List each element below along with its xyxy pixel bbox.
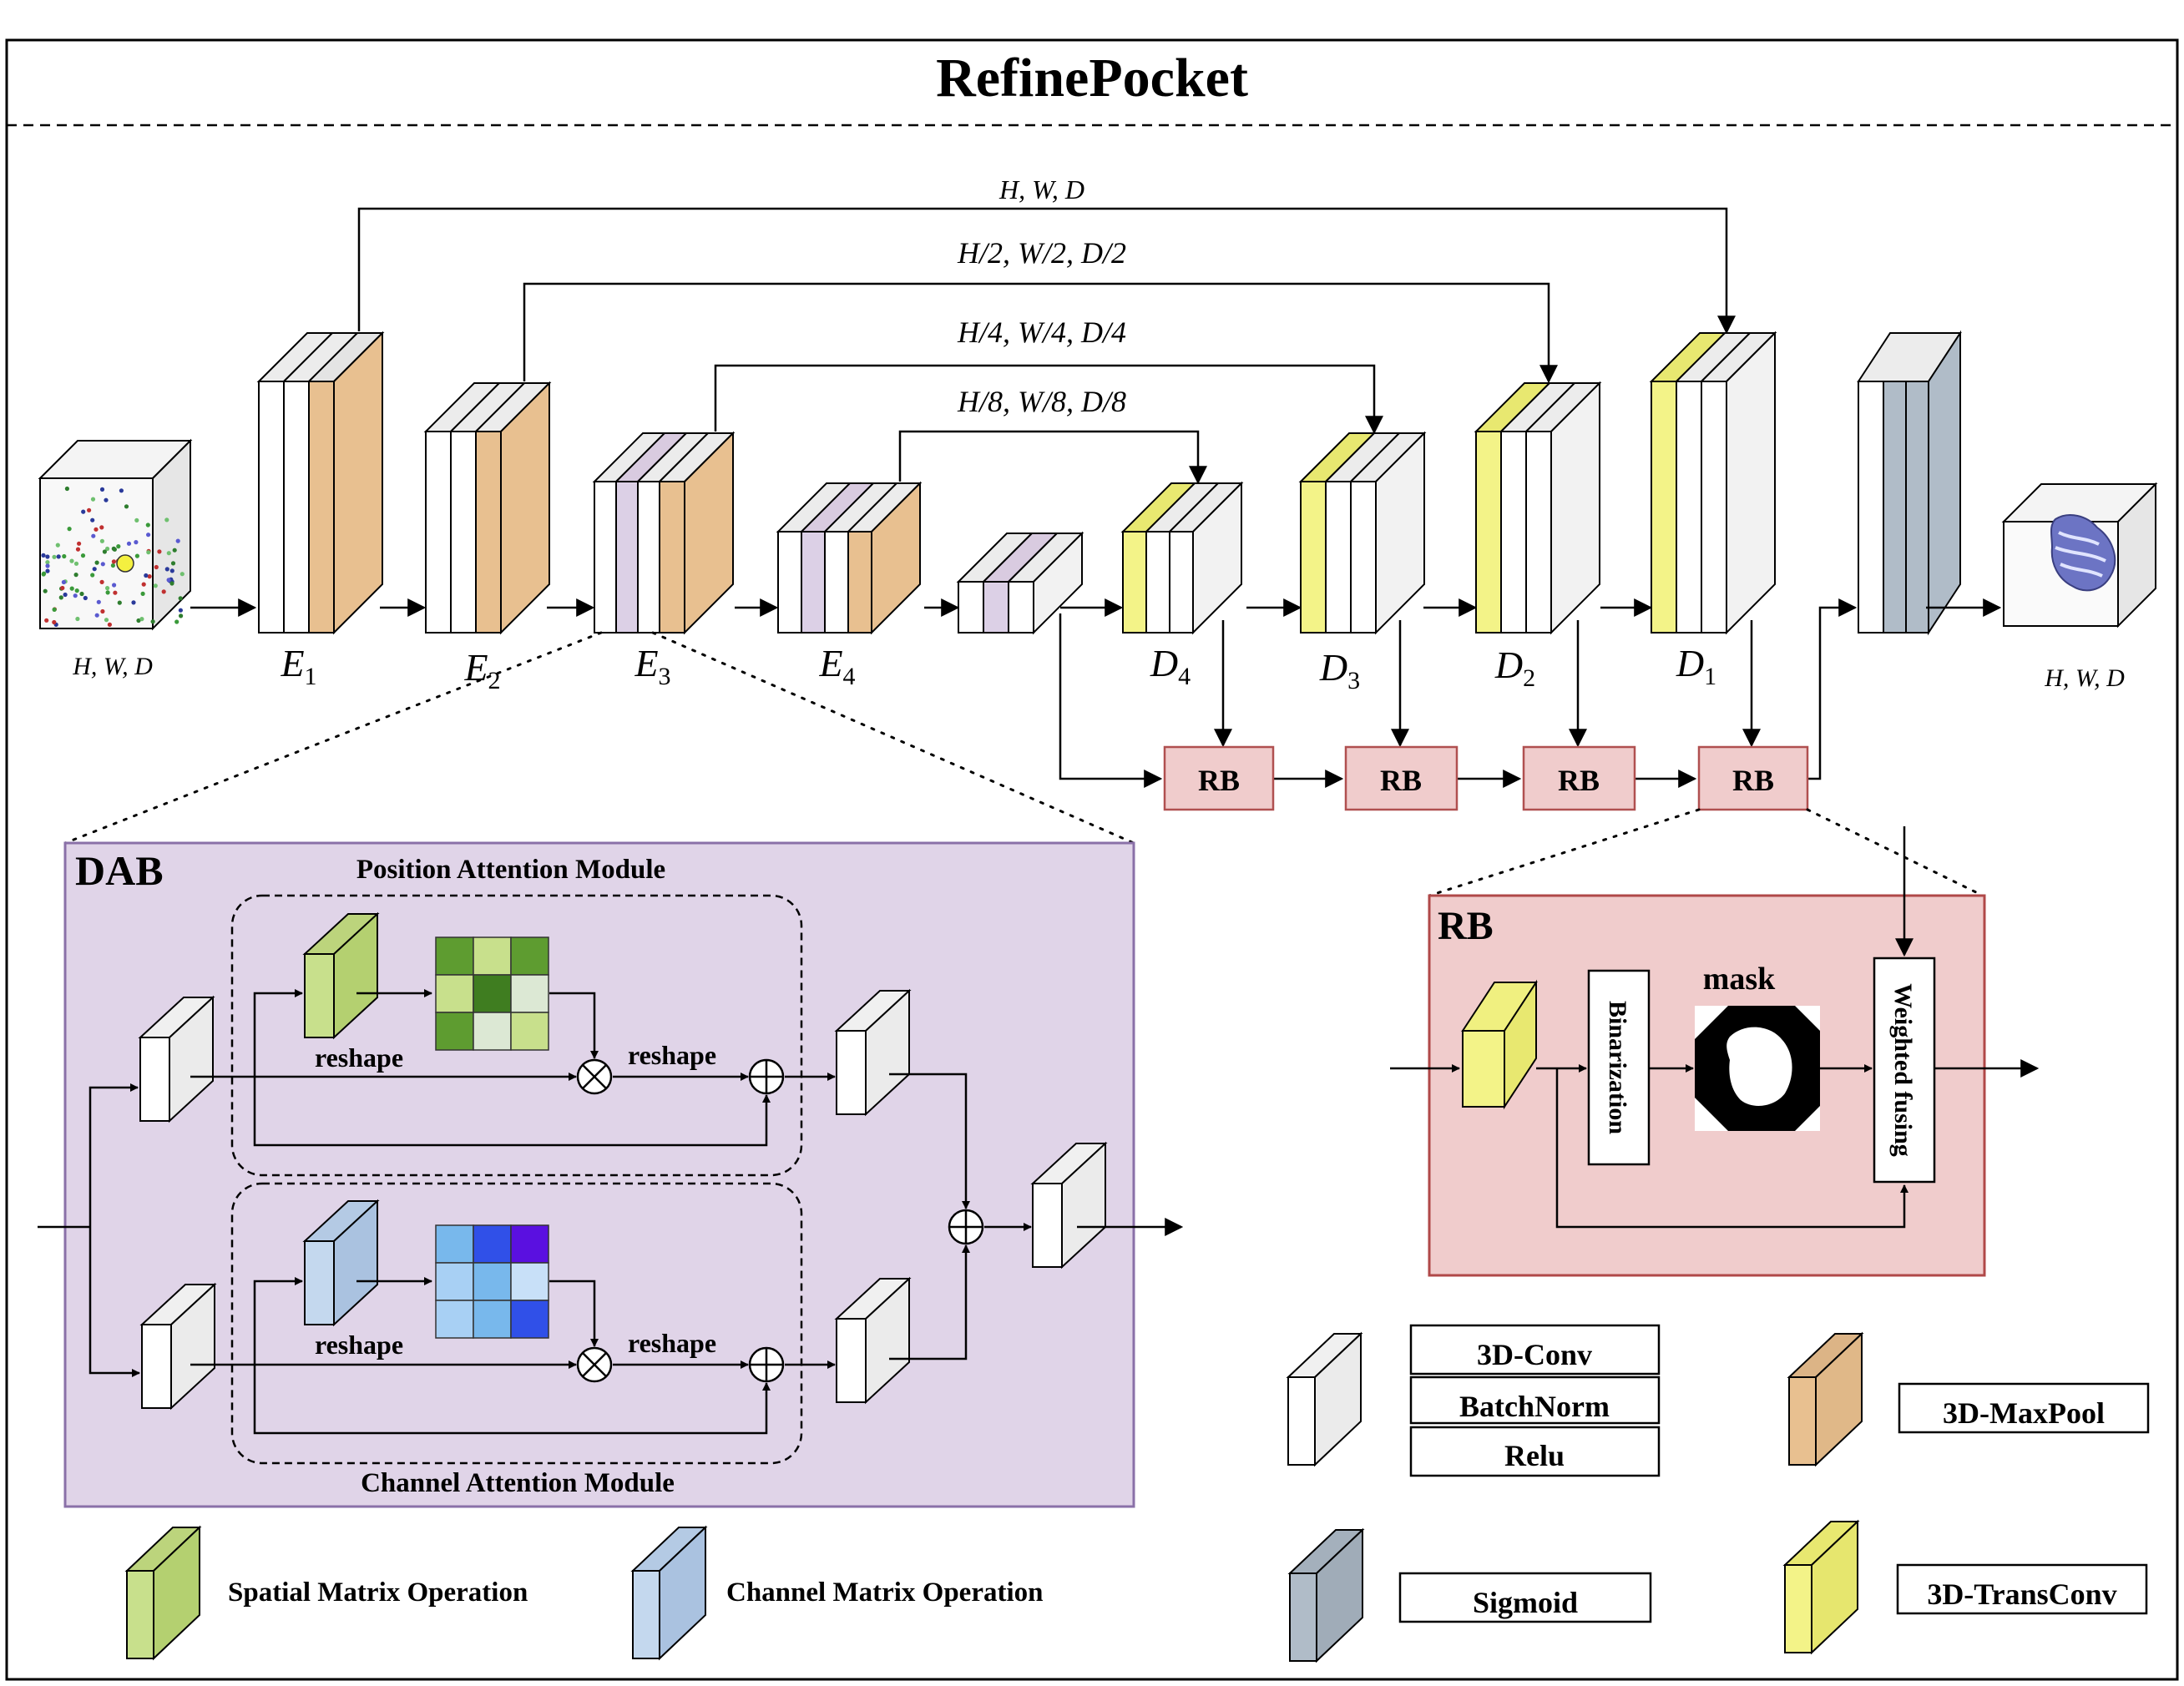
rb-box-1: RB: [1163, 745, 1275, 811]
decoder-label-4: D4: [1150, 642, 1191, 690]
reshape-label-3: reshape: [315, 1330, 403, 1360]
svg-text:Weighted fusing: Weighted fusing: [1889, 983, 1917, 1157]
add-op-cam: [748, 1346, 785, 1383]
svg-text:Sigmoid: Sigmoid: [1473, 1586, 1578, 1619]
mask-image: [1695, 1006, 1820, 1131]
legend: 3D-Conv BatchNorm Relu 3D-MaxPool Sigmoi…: [124, 1324, 2150, 1663]
reshape-label-2: reshape: [628, 1040, 716, 1070]
pam-output-conv: [834, 988, 912, 1117]
decoder-label-1: D1: [1676, 642, 1716, 690]
legend-channel-label: Channel Matrix Operation: [726, 1577, 1043, 1608]
encoder-block-2: [423, 381, 552, 635]
legend-maxpool-block: [1787, 1331, 1864, 1467]
bottleneck-block: [956, 531, 1084, 635]
spatial-op-block: [302, 911, 380, 1040]
add-op-pam: [748, 1058, 785, 1095]
main-flow-arrows: [190, 207, 2002, 788]
legend-channel-block: [630, 1525, 708, 1661]
sigmoid-output-block: [1857, 330, 1962, 636]
channel-attention-matrix: [435, 1224, 549, 1339]
decoder-block-1: [1649, 331, 1777, 635]
main-network: H, W, D H, W, D: [38, 174, 2158, 897]
encoder-label-2: E2: [463, 646, 500, 694]
binarization-box: Binarization: [1587, 969, 1651, 1166]
legend-transconv: 3D-TransConv: [1896, 1563, 2148, 1615]
dab-arrows: [38, 989, 1184, 1435]
svg-text:BatchNorm: BatchNorm: [1459, 1390, 1610, 1423]
add-op-final: [948, 1209, 984, 1245]
dab-panel: DAB Position Attention Module Channel At…: [38, 841, 1184, 1508]
reshape-label-1: reshape: [315, 1042, 403, 1073]
svg-text:Binarization: Binarization: [1604, 1001, 1631, 1134]
cam-title: Channel Attention Module: [361, 1468, 675, 1498]
rb-transconv-block: [1461, 979, 1538, 1110]
output-size-label: H, W, D: [2044, 664, 2125, 692]
multiply-op-pam: [576, 1058, 613, 1095]
reshape-label-4: reshape: [628, 1328, 716, 1358]
output-pocket-cube: [2001, 482, 2158, 628]
dab-output-conv: [1030, 1141, 1108, 1270]
mask-label: mask: [1703, 962, 1776, 997]
encoder-label-3: E3: [634, 642, 670, 690]
svg-text:RB: RB: [1198, 764, 1240, 797]
pam-title: Position Attention Module: [356, 855, 665, 885]
cam-region: [230, 1182, 803, 1465]
skip-label-2: H/2, W/2, D/2: [957, 236, 1126, 270]
legend-conv-block: [1286, 1331, 1363, 1467]
legend-transconv-block: [1782, 1519, 1860, 1655]
input-size-label: H, W, D: [72, 653, 153, 680]
decoder-label-2: D2: [1494, 644, 1535, 692]
legend-spatial-block: [124, 1525, 202, 1661]
legend-sigmoid-block: [1287, 1527, 1365, 1663]
svg-text:DAB: DAB: [75, 847, 164, 894]
pam-region: [230, 894, 803, 1177]
encoder-label-1: E1: [280, 642, 316, 690]
svg-text:3D-Conv: 3D-Conv: [1477, 1338, 1592, 1371]
encoder-block-1: [256, 331, 385, 635]
encoder-block-3: [592, 431, 736, 635]
rb-box-2: RB: [1344, 745, 1459, 811]
rb-box-4: RB: [1697, 745, 1809, 811]
decoder-block-3: [1298, 431, 1427, 635]
svg-text:RB: RB: [1438, 904, 1494, 948]
skip-label-4: H/8, W/8, D/8: [957, 385, 1126, 418]
svg-text:RB: RB: [1732, 764, 1774, 797]
cam-input-conv: [139, 1282, 217, 1411]
input-cube: [38, 438, 193, 631]
legend-spatial-label: Spatial Matrix Operation: [228, 1577, 528, 1608]
skip-label-1: H, W, D: [998, 174, 1084, 204]
encoder-block-4: [776, 481, 923, 635]
svg-text:3D-MaxPool: 3D-MaxPool: [1943, 1396, 2105, 1430]
rb-box-3: RB: [1522, 745, 1636, 811]
decoder-block-4: [1120, 481, 1244, 635]
pocket-shape: [2050, 514, 2116, 592]
svg-text:3D-TransConv: 3D-TransConv: [1927, 1577, 2116, 1611]
rb-arrows: [1390, 826, 2040, 1229]
legend-conv-stack: 3D-Conv BatchNorm Relu: [1409, 1324, 1661, 1477]
multiply-op-cam: [576, 1346, 613, 1383]
legend-maxpool: 3D-MaxPool: [1898, 1382, 2150, 1434]
svg-text:Relu: Relu: [1504, 1439, 1565, 1472]
svg-text:RB: RB: [1380, 764, 1422, 797]
decoder-block-2: [1474, 381, 1602, 635]
skip-label-3: H/4, W/4, D/4: [957, 315, 1126, 349]
pam-input-conv: [138, 995, 215, 1123]
cam-output-conv: [834, 1276, 912, 1405]
zoom-guides: [63, 631, 1984, 897]
legend-sigmoid: Sigmoid: [1398, 1572, 1652, 1623]
outer-frame: [5, 38, 2179, 1681]
diagram-title: RefinePocket: [936, 48, 1248, 109]
decoder-label-3: D3: [1319, 646, 1360, 694]
spatial-attention-matrix: [435, 936, 549, 1051]
weighted-fusing-box: Weighted fusing: [1873, 957, 1936, 1184]
svg-text:RB: RB: [1558, 764, 1600, 797]
channel-op-block: [302, 1199, 380, 1327]
encoder-label-4: E4: [818, 642, 855, 690]
rb-panel: RB Binarization mask Weighted fusing: [1390, 826, 2040, 1277]
